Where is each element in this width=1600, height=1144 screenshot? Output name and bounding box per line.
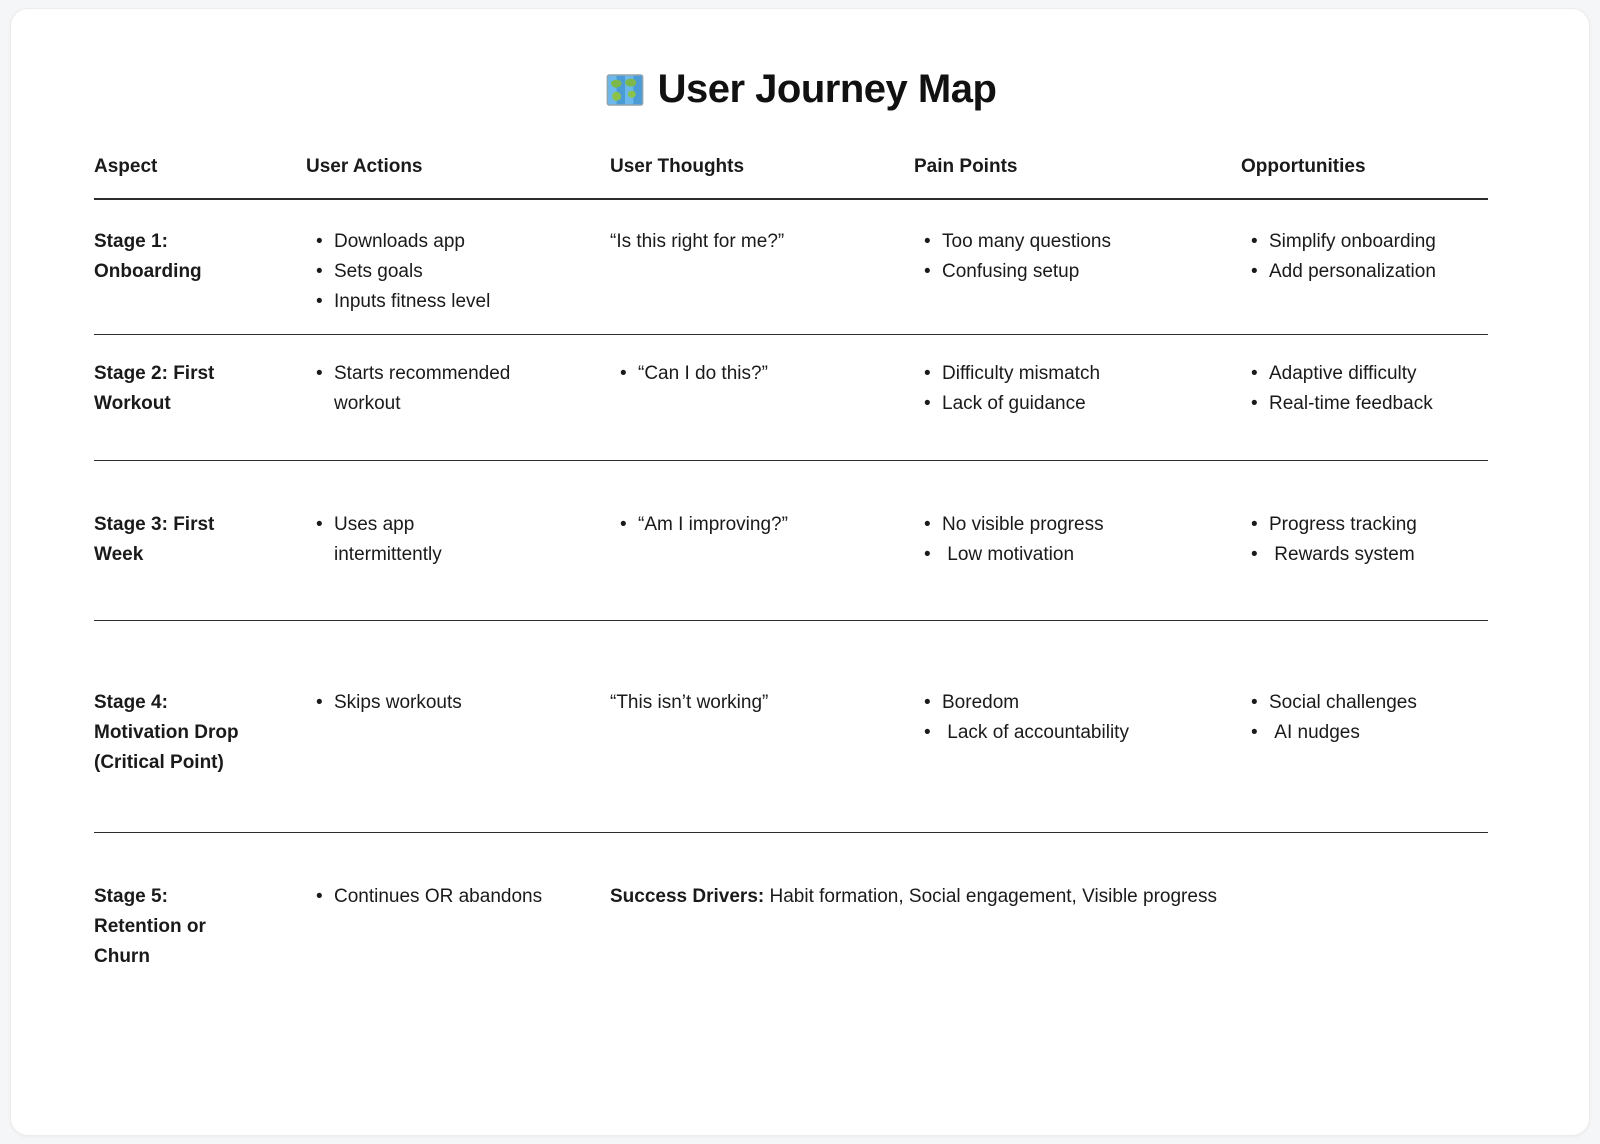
column-header-user-thoughts: User Thoughts <box>610 156 745 177</box>
opportunities-cell: Progress tracking Rewards system <box>1241 510 1488 620</box>
aspect-cell: Stage 4: Motivation Drop (Critical Point… <box>94 692 239 773</box>
bullet-item: Add personalization <box>1241 257 1474 287</box>
bullet-item: Low motivation <box>914 540 1227 570</box>
user-thoughts-cell: “Am I improving?” <box>610 510 914 620</box>
bullet-item: Lack of guidance <box>914 389 1227 419</box>
bullet-item: Difficulty mismatch <box>914 359 1227 389</box>
user-actions-cell: Continues OR abandons <box>306 882 610 1073</box>
journey-map-card: User Journey Map Aspect User Actions Use… <box>10 8 1590 1136</box>
column-header-opportunities: Opportunities <box>1241 156 1366 177</box>
column-header-user-actions: User Actions <box>306 156 423 177</box>
table-row: Stage 3: First Week Uses app intermittent… <box>94 461 1488 621</box>
bullet-item: Adaptive difficulty <box>1241 359 1474 389</box>
bullet-item: AI nudges <box>1241 718 1474 748</box>
bullet-item: “Am I improving?” <box>610 510 900 540</box>
opportunities-cell: Adaptive difficultyReal-time feedback <box>1241 359 1488 460</box>
user-actions-cell: Skips workouts <box>306 688 610 832</box>
bullet-item: Downloads app <box>306 227 596 257</box>
aspect-cell: Stage 2: First Workout <box>94 363 215 414</box>
aspect-cell: Stage 5: Retention or Churn <box>94 886 206 967</box>
bullet-item: Rewards system <box>1241 540 1474 570</box>
bullet-item: Progress tracking <box>1241 510 1474 540</box>
user-thoughts-cell: “Is this right for me?” <box>610 231 785 252</box>
bullet-item: Confusing setup <box>914 257 1227 287</box>
aspect-cell: Stage 3: First Week <box>94 514 215 565</box>
table-row: Stage 2: First Workout Starts recommended… <box>94 335 1488 461</box>
page-title: User Journey Map <box>657 67 997 111</box>
user-actions-cell: Uses app intermittently <box>306 510 610 620</box>
pain-points-cell: No visible progress Low motivation <box>914 510 1241 620</box>
user-thoughts-cell: “This isn’t working” <box>610 692 769 713</box>
page-title-row: User Journey Map <box>11 67 1589 112</box>
table-header-row: Aspect User Actions User Thoughts Pain P… <box>94 152 1488 200</box>
bullet-item: No visible progress <box>914 510 1227 540</box>
opportunities-cell: Simplify onboardingAdd personalization <box>1241 227 1488 334</box>
table-row: Stage 5: Retention or Churn Continues OR … <box>94 833 1488 1073</box>
bullet-item: Uses app intermittently <box>306 510 596 570</box>
table-row: Stage 4: Motivation Drop (Critical Point… <box>94 621 1488 833</box>
column-header-aspect: Aspect <box>94 156 158 177</box>
column-header-pain-points: Pain Points <box>914 156 1018 177</box>
pain-points-cell: Boredom Lack of accountability <box>914 688 1241 832</box>
opportunities-cell: Social challenges AI nudges <box>1241 688 1488 832</box>
pain-points-cell: Difficulty mismatchLack of guidance <box>914 359 1241 460</box>
success-drivers-label: Success Drivers: <box>610 886 765 907</box>
bullet-item: Boredom <box>914 688 1227 718</box>
user-thoughts-cell: “Can I do this?” <box>610 359 914 460</box>
bullet-item: Continues OR abandons <box>306 882 596 912</box>
journey-table: Aspect User Actions User Thoughts Pain P… <box>94 152 1488 1073</box>
bullet-item: Starts recommended workout <box>306 359 596 419</box>
success-drivers-text: Habit formation, Social engagement, Visi… <box>764 886 1217 907</box>
bullet-item: Inputs fitness level <box>306 287 596 317</box>
table-row: Stage 1: Onboarding Downloads appSets goa… <box>94 200 1488 335</box>
pain-points-cell: Too many questionsConfusing setup <box>914 227 1241 334</box>
world-map-icon <box>606 73 643 106</box>
bullet-item: “Can I do this?” <box>610 359 900 389</box>
bullet-item: Simplify onboarding <box>1241 227 1474 257</box>
bullet-item: Real-time feedback <box>1241 389 1474 419</box>
bullet-item: Sets goals <box>306 257 596 287</box>
bullet-item: Skips workouts <box>306 688 596 718</box>
bullet-item: Lack of accountability <box>914 718 1227 748</box>
journey-table-rows: Stage 1: Onboarding Downloads appSets goa… <box>94 200 1488 1073</box>
bullet-item: Social challenges <box>1241 688 1474 718</box>
user-actions-cell: Downloads appSets goalsInputs fitness le… <box>306 227 610 334</box>
user-actions-cell: Starts recommended workout <box>306 359 610 460</box>
success-drivers-cell: Success Drivers: Habit formation, Social… <box>610 882 1488 1073</box>
bullet-item: Too many questions <box>914 227 1227 257</box>
aspect-cell: Stage 1: Onboarding <box>94 231 202 282</box>
